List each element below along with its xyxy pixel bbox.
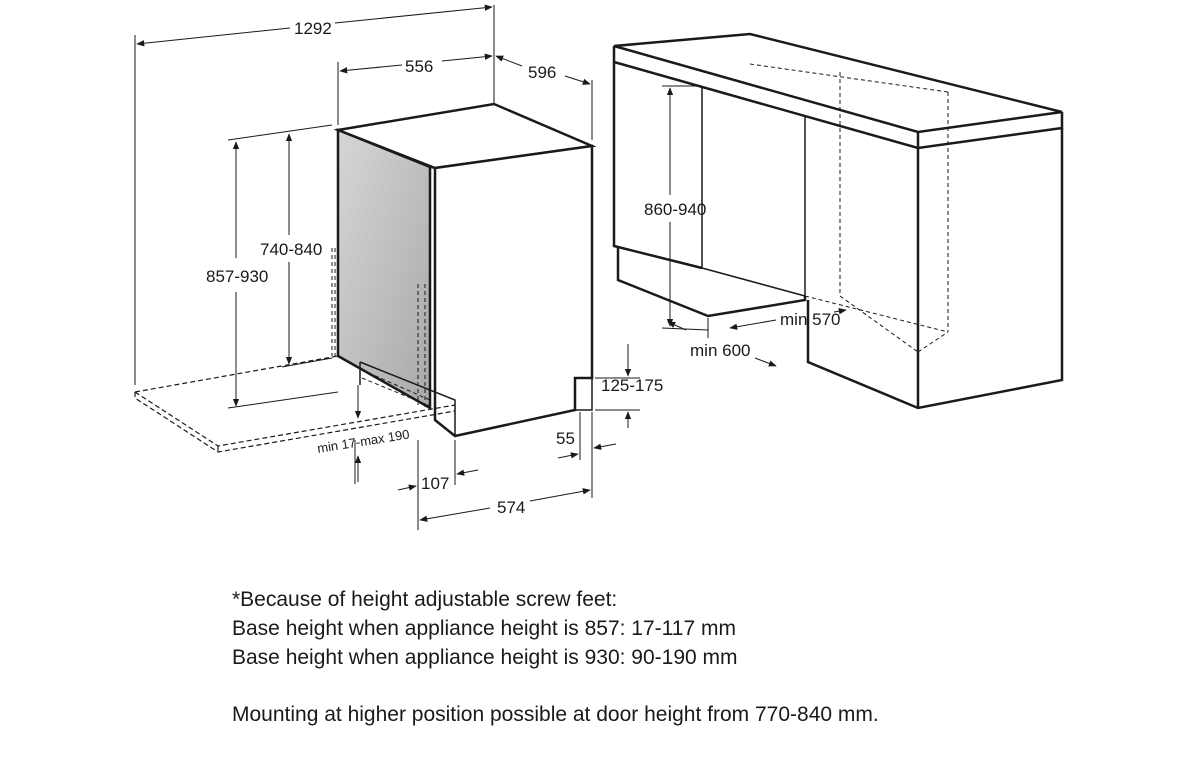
- cabinet-niche-drawing: [612, 32, 1064, 410]
- dim-niche-depth: min 570: [780, 310, 840, 329]
- installation-notes: *Because of height adjustable screw feet…: [232, 585, 1172, 729]
- dim-toe-kick: 125-175: [601, 376, 663, 395]
- note-mounting-higher: Mounting at higher position possible at …: [232, 703, 879, 726]
- notes-spacer: [232, 672, 1172, 700]
- dim-unit-width: 556: [405, 57, 433, 76]
- note-base-857: Base height when appliance height is 857…: [232, 617, 736, 640]
- floor-plate: [134, 355, 456, 453]
- note-base-930: Base height when appliance height is 930…: [232, 646, 738, 669]
- dim-niche-height: 860-940: [644, 200, 706, 219]
- dim-base-depth: 574: [497, 498, 525, 517]
- dim-base-height: min 17-max 190: [316, 427, 410, 456]
- dim-overall-width: 1292: [294, 19, 332, 38]
- note-screw-feet: *Because of height adjustable screw feet…: [232, 588, 618, 611]
- dim-door-height: 740-840: [260, 240, 322, 259]
- dim-niche-width: min 600: [690, 341, 750, 360]
- installation-diagram: 1292 556 596 740-840 857-930 min 17-max …: [134, 4, 1064, 530]
- dim-unit-depth: 596: [528, 63, 556, 82]
- dishwasher-drawing: [331, 102, 597, 438]
- dim-unit-height: 857-930: [206, 267, 268, 286]
- dim-door-offset: 107: [421, 474, 449, 493]
- dim-kick-depth: 55: [556, 429, 575, 448]
